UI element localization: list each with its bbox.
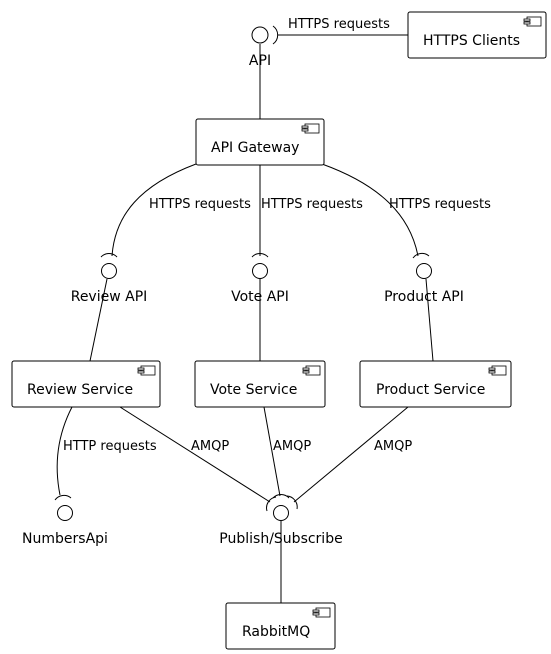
edge-label-review-numbers: HTTP requests	[63, 439, 157, 454]
interface-label-vote-api: Vote API	[231, 289, 289, 305]
socket-icon	[286, 495, 298, 510]
edge-review-numbers	[56, 406, 73, 496]
uml-component-icon	[488, 365, 507, 376]
edge-vote-pubsub	[263, 406, 281, 497]
edge-label-gw-vote: HTTPS requests	[261, 197, 363, 212]
edge-label-clients-api: HTTPS requests	[288, 17, 390, 32]
socket-icon	[266, 496, 277, 512]
component-label-product-service: Product Service	[376, 382, 485, 398]
component-label-vote-service: Vote Service	[210, 382, 297, 398]
socket-icon	[251, 253, 269, 258]
interface-numbers-api: NumbersApi	[22, 494, 108, 547]
interface-review-api: Review API	[71, 253, 148, 305]
interface-vote-api: Vote API	[231, 253, 289, 305]
interface-label-review-api: Review API	[71, 289, 148, 305]
edge-label-vote-pubsub: AMQP	[273, 439, 311, 454]
component-api-gateway: API Gateway	[195, 118, 325, 166]
component-label-rabbitmq: RabbitMQ	[242, 624, 310, 640]
interface-product-api: Product API	[384, 252, 464, 305]
lollipop-interface-icon	[101, 263, 117, 279]
edge-gateway-review-api	[111, 163, 197, 257]
edge-review-pubsub	[119, 406, 271, 503]
uml-component-icon	[301, 123, 320, 134]
component-vote-service: Vote Service	[194, 360, 326, 408]
lollipop-interface-icon	[251, 26, 269, 44]
socket-icon	[54, 494, 72, 501]
lollipop-interface-icon	[273, 505, 289, 521]
edge-label-product-pubsub: AMQP	[374, 439, 412, 454]
socket-icon	[272, 494, 290, 499]
component-product-service: Product Service	[359, 360, 512, 408]
component-label-api-gateway: API Gateway	[211, 140, 299, 156]
interface-label-api: API	[249, 53, 271, 69]
interface-label-product-api: Product API	[384, 289, 464, 305]
interface-pubsub: Publish/Subscribe	[219, 494, 343, 547]
edge-gateway-product-api	[321, 163, 419, 257]
interface-api: API	[249, 25, 279, 69]
socket-icon	[100, 253, 118, 258]
component-label-https-clients: HTTPS Clients	[423, 33, 520, 49]
edge-label-review-pubsub: AMQP	[191, 439, 229, 454]
edge-review-api-service	[89, 278, 108, 362]
lollipop-interface-icon	[57, 505, 73, 521]
interface-label-pubsub: Publish/Subscribe	[219, 531, 342, 547]
uml-component-icon	[312, 607, 331, 618]
uml-component-icon	[523, 16, 542, 27]
edge-label-gw-review: HTTPS requests	[149, 197, 251, 212]
component-label-review-service: Review Service	[27, 382, 133, 398]
edge-product-pubsub	[293, 406, 409, 503]
lollipop-interface-icon	[252, 263, 268, 279]
socket-icon	[272, 25, 279, 45]
component-rabbitmq: RabbitMQ	[225, 602, 336, 650]
socket-icon	[412, 252, 430, 259]
lollipop-interface-icon	[416, 263, 432, 279]
component-https-clients: HTTPS Clients	[407, 11, 547, 59]
edge-label-gw-product: HTTPS requests	[389, 197, 491, 212]
uml-component-icon	[137, 365, 156, 376]
uml-component-icon	[302, 365, 321, 376]
interface-label-numbers-api: NumbersApi	[22, 531, 108, 547]
component-review-service: Review Service	[11, 360, 161, 408]
edge-product-api-service	[425, 278, 434, 362]
